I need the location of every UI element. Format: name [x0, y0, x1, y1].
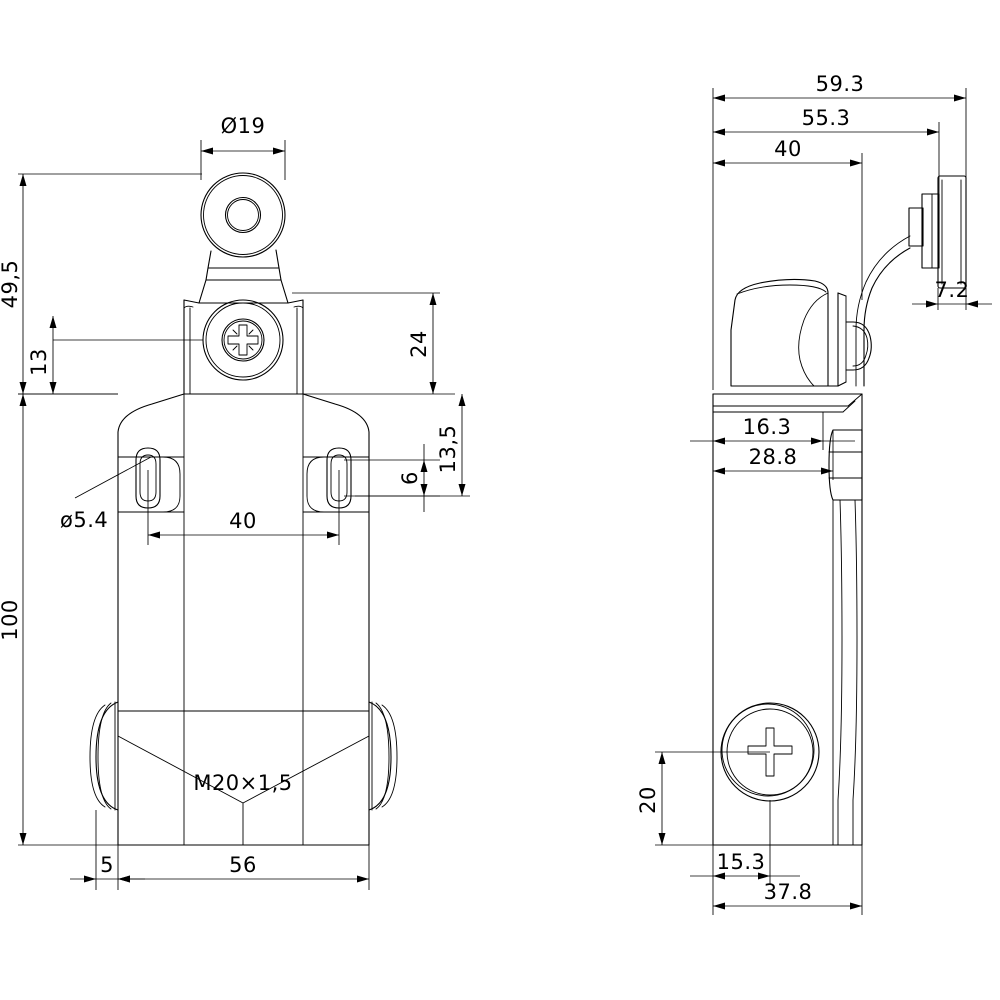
dim-label-mounting-hole-diameter: ø5.4	[60, 508, 108, 532]
dim-roller-diameter: Ø19	[200, 114, 286, 180]
dim-body-width: 56	[118, 845, 370, 890]
dim-screw-offset: 15.3	[690, 800, 800, 915]
cable-gland-right-front	[368, 701, 398, 811]
mounting-boss-side	[828, 429, 863, 501]
dim-label-pivot-height: 13	[27, 348, 51, 376]
dim-mount-offset-inner: 16.3	[690, 412, 855, 450]
dim-label-screw-offset: 15.3	[717, 850, 766, 874]
dim-label-mount-offset-outer: 28.8	[749, 445, 798, 469]
dim-slot-offset-upper: 13,5	[355, 394, 470, 497]
lever-arm-side	[855, 235, 911, 387]
dim-mounting-hole-spacing: 40	[147, 470, 340, 545]
dim-label-head-height: 24	[407, 330, 431, 358]
dim-mounting-hole-diameter: ø5.4	[60, 456, 152, 532]
switch-body-side	[712, 393, 863, 846]
dim-label-mount-offset-inner: 16.3	[743, 415, 792, 439]
dim-label-gland-projection: 5	[100, 853, 114, 877]
roller-circle-front	[200, 172, 286, 258]
switch-body-front	[117, 393, 370, 846]
dim-label-body-depth: 37.8	[764, 880, 813, 904]
lever-arm-front	[198, 249, 289, 304]
dim-head-height: 24	[292, 292, 455, 395]
dim-gland-projection: 5	[70, 810, 145, 890]
actuator-head-front	[183, 299, 304, 395]
cable-gland-left-front	[89, 701, 119, 811]
dim-label-body-height: 100	[0, 599, 22, 641]
dim-pivot-height: 13	[27, 316, 203, 394]
thread-callout-front: M20×1,5	[193, 771, 292, 795]
dim-mount-offset-outer: 28.8	[713, 430, 834, 480]
dim-label-thread-spec: M20×1,5	[193, 771, 292, 795]
dim-label-lever-reach: 55.3	[802, 106, 851, 130]
mounting-slot-left	[135, 447, 161, 509]
dim-label-mounting-hole-spacing: 40	[229, 509, 257, 533]
actuator-head-side	[730, 278, 872, 387]
dim-label-overall-depth: 59.3	[816, 72, 865, 96]
dim-label-head-depth: 40	[774, 137, 802, 161]
dim-screw-height: 20	[636, 751, 770, 846]
dim-label-roller-width: 7.2	[935, 278, 970, 302]
gland-band-front	[117, 710, 370, 846]
front-view-geometry	[89, 172, 398, 846]
dim-body-height: 100	[0, 393, 118, 846]
dim-slot-height: 6	[344, 444, 440, 512]
dim-head-depth: 40	[713, 137, 863, 300]
dim-label-roller-diameter: Ø19	[221, 114, 266, 138]
dim-label-slot-offset-upper: 13,5	[436, 425, 460, 474]
dim-label-screw-height: 20	[636, 786, 660, 814]
dim-label-body-width: 56	[229, 853, 257, 877]
roller-side	[937, 175, 967, 289]
dim-body-depth: 37.8	[713, 845, 863, 915]
dim-label-slot-height: 6	[398, 471, 422, 485]
dim-roller-width: 7.2	[912, 278, 992, 310]
side-view-geometry	[712, 175, 967, 846]
dim-lever-reach: 55.3	[713, 106, 940, 196]
front-view-dimensions: Ø19 49,5 13 24	[0, 114, 470, 890]
mounting-flange-side	[712, 393, 863, 433]
dim-overall-depth: 59.3	[712, 72, 967, 390]
dim-label-overall-head-height: 49,5	[0, 260, 22, 309]
side-view-dimensions: 59.3 55.3 40 7.2	[636, 72, 992, 915]
roller-hub-side	[908, 193, 940, 269]
pivot-screw-front	[202, 299, 284, 381]
